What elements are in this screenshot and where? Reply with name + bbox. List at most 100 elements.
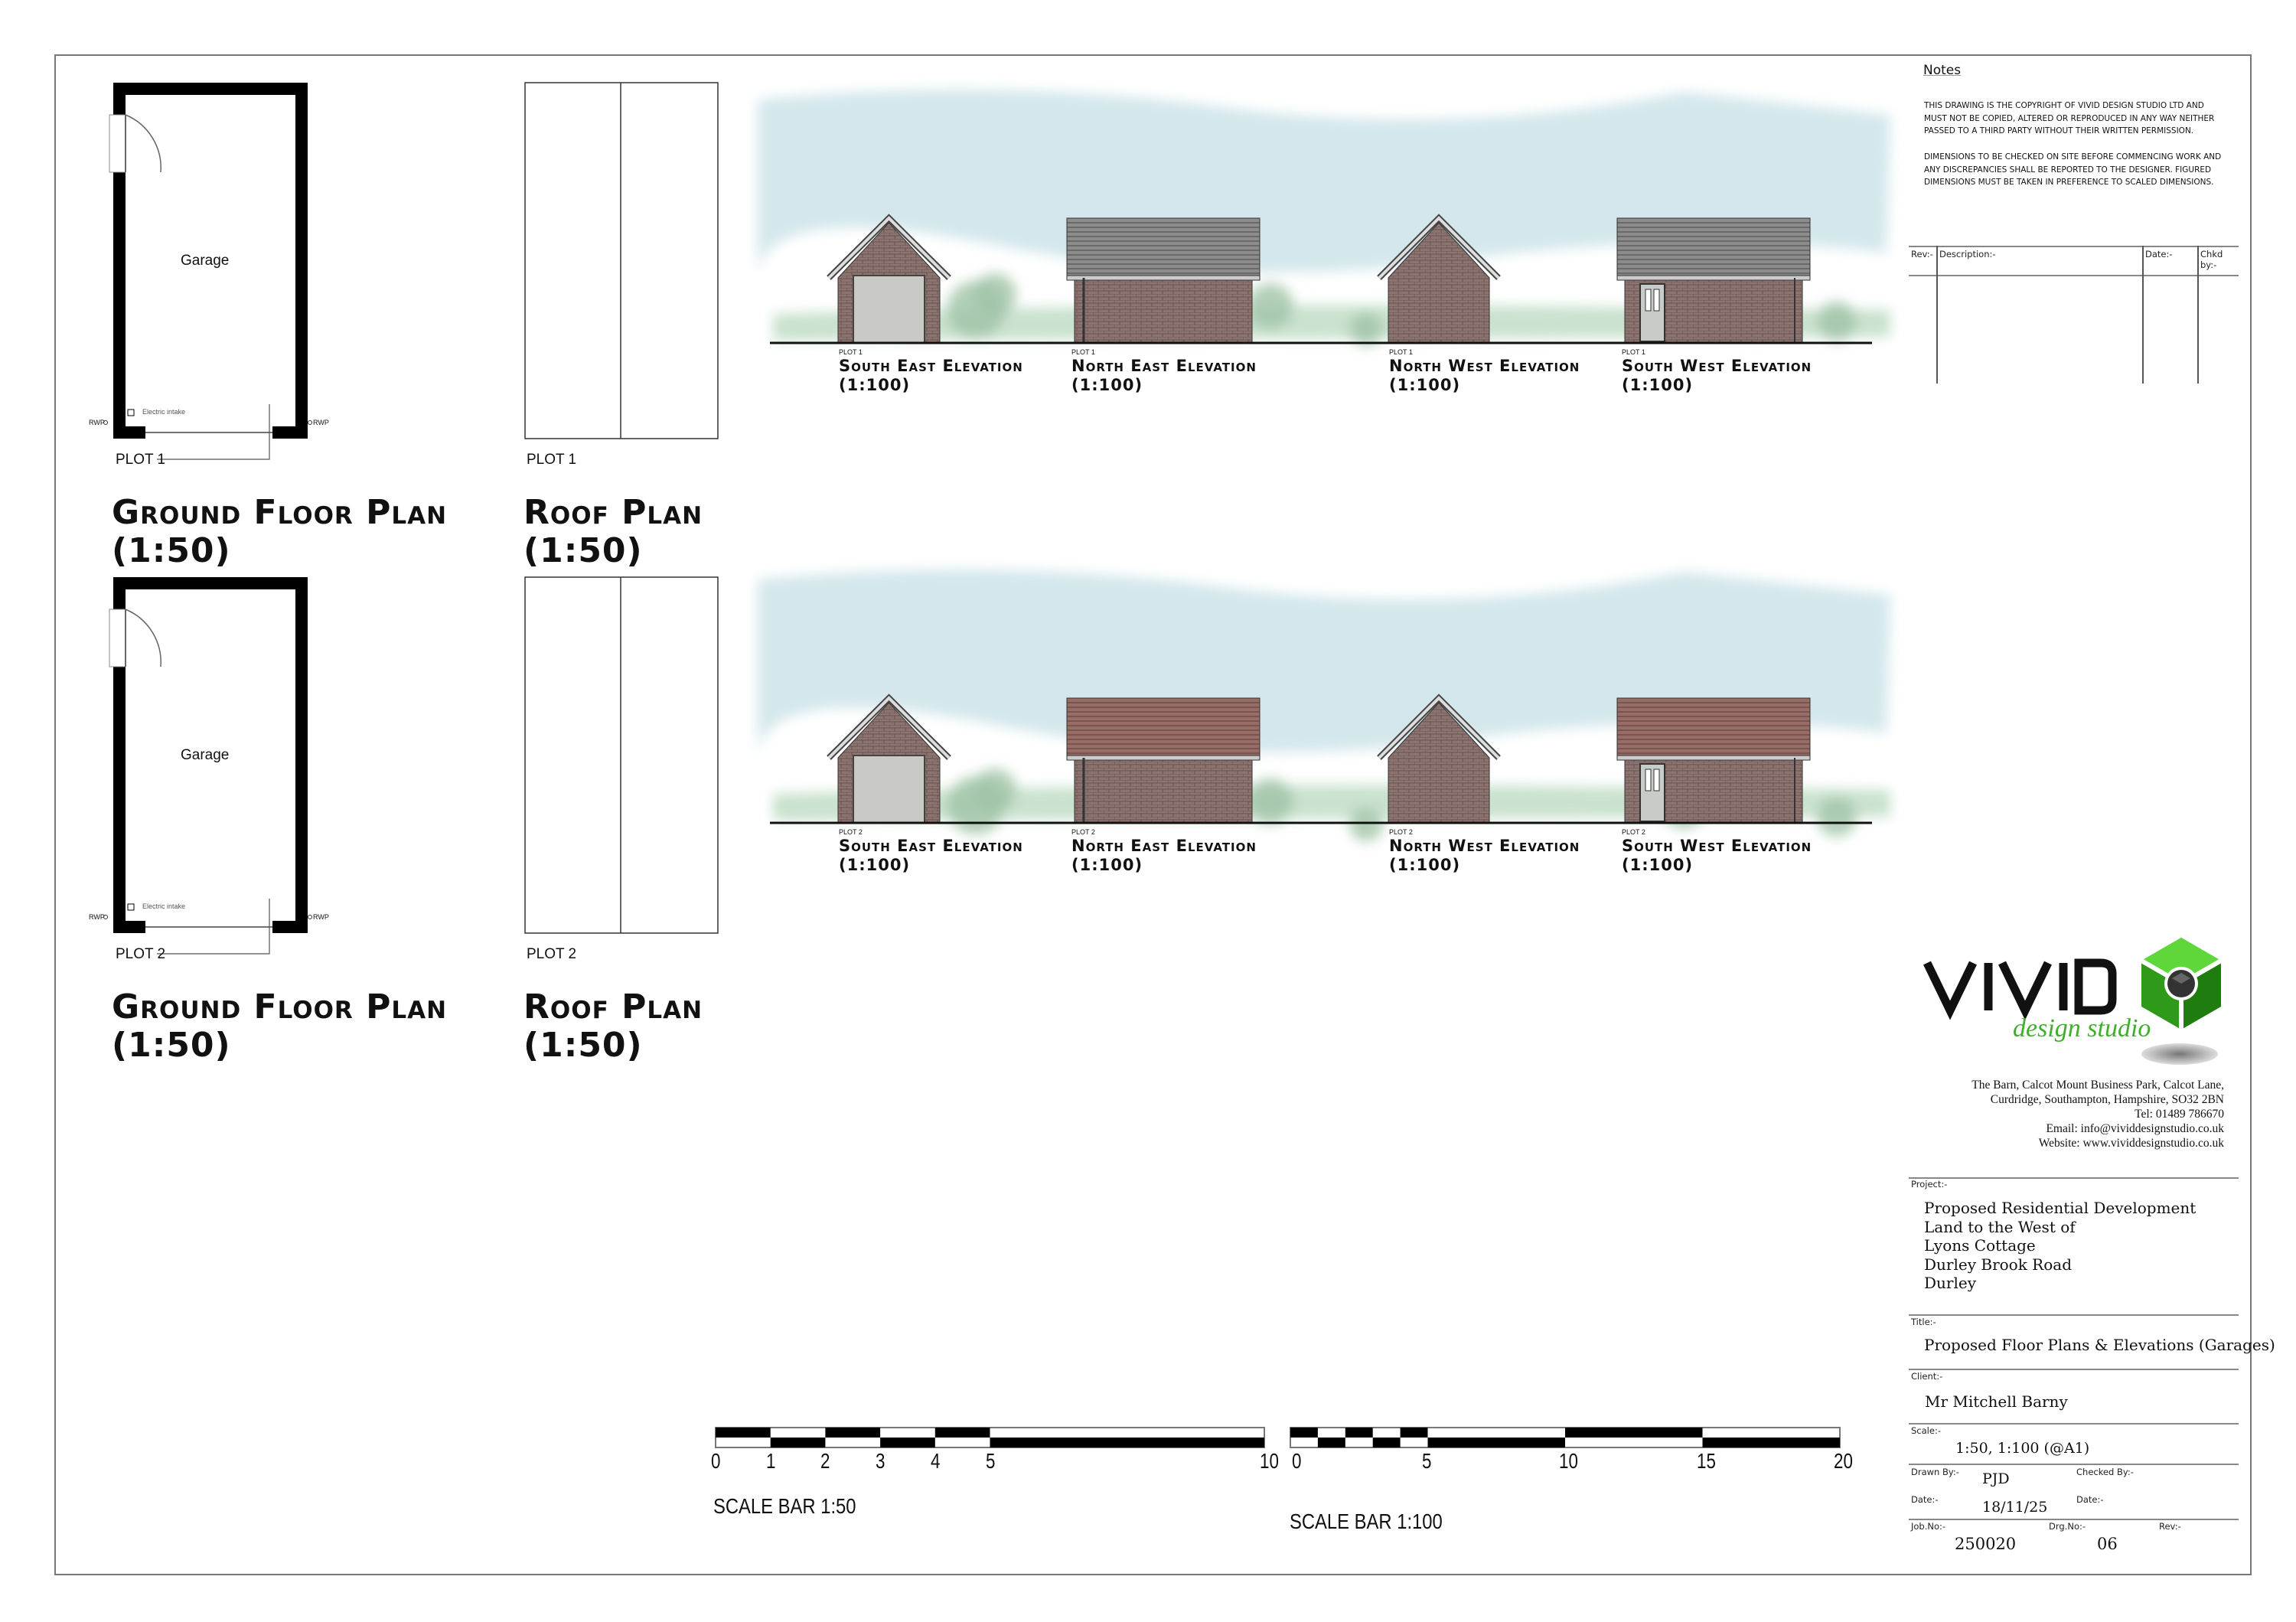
elevation-side xyxy=(1066,697,1261,824)
room-label-garage: Garage xyxy=(181,253,230,269)
rwp-label: RWP xyxy=(313,419,329,426)
roof-outline xyxy=(524,576,719,934)
rwp-label: RWP xyxy=(89,913,105,921)
scale-bar-tick-label: 0 xyxy=(711,1449,721,1473)
address-email[interactable]: Email: info@vividdesignstudio.co.uk xyxy=(2046,1122,2224,1135)
elevation-side-door xyxy=(1616,217,1811,344)
ground-floor-plan-title: Ground Floor Plan xyxy=(112,987,448,1026)
scale-value: 1:50, 1:100 (@A1) xyxy=(1955,1440,2090,1457)
door-swing-arc xyxy=(125,114,161,173)
wall-rear xyxy=(113,577,308,589)
pedestrian-door xyxy=(1639,763,1665,822)
fascia xyxy=(1066,755,1261,761)
rev-table-top xyxy=(1909,246,2239,247)
elevation-title: South East Elevation xyxy=(839,357,1023,375)
notes-copyright: THIS DRAWING IS THE COPYRIGHT OF VIVID D… xyxy=(1924,101,2215,135)
elevation-scale: (1:100) xyxy=(1071,856,1143,874)
plot-label: PLOT 1 xyxy=(116,452,166,468)
door-glazing xyxy=(1653,289,1660,312)
elevation-title: North West Elevation xyxy=(1389,837,1580,855)
rev-col-line xyxy=(2142,246,2144,383)
rev-table-header-line xyxy=(1909,275,2239,276)
tree-foliage xyxy=(1247,778,1293,824)
checked-date-label: Date:- xyxy=(2076,1494,2104,1505)
rev-header-date: Date:- xyxy=(2145,249,2173,259)
sky-cloud xyxy=(758,569,1890,756)
bargeboard-face xyxy=(1378,216,1500,279)
scale-bar-tick-label: 10 xyxy=(1260,1449,1279,1473)
studio-address: The Barn, Calcot Mount Business Park, Ca… xyxy=(1971,1078,2224,1150)
wall-right xyxy=(295,577,308,933)
plot-plans-group xyxy=(103,82,719,460)
scale-bar-title: SCALE BAR 1:50 xyxy=(713,1494,856,1518)
project-name: Proposed Residential Development Land to… xyxy=(1924,1199,2196,1293)
drg-no-label: Drg.No:- xyxy=(2049,1521,2086,1532)
door-glazing xyxy=(1653,769,1660,791)
tree-foliage xyxy=(1247,283,1293,329)
wall-rear xyxy=(113,83,308,95)
elevation-gable-door xyxy=(827,694,951,824)
rev-header-rev: Rev:- xyxy=(1911,249,1933,259)
wall-left xyxy=(113,172,126,439)
rwp-label: RWP xyxy=(313,913,329,921)
ground-floor-plan xyxy=(103,577,312,955)
elevation-gable-door xyxy=(827,214,951,344)
drawing-title: Proposed Floor Plans & Elevations (Garag… xyxy=(1924,1336,2275,1354)
tree-foliage xyxy=(1349,808,1383,841)
roof-plan-title: Roof Plan xyxy=(523,987,703,1026)
scale-bar-tick-label: 5 xyxy=(1421,1449,1431,1473)
date-value: 18/11/25 xyxy=(1982,1499,2048,1516)
door-glazing xyxy=(1645,769,1652,791)
elevation-scale: (1:100) xyxy=(1071,376,1143,394)
elevation-scale: (1:100) xyxy=(1389,376,1461,394)
brick-wall xyxy=(1074,277,1253,344)
address-tel: Tel: 01489 786670 xyxy=(2135,1108,2224,1121)
elevation-gable xyxy=(1377,214,1501,344)
date-label: Date:- xyxy=(1911,1494,1939,1505)
project-line: Durley Brook Road xyxy=(1924,1255,2073,1274)
scale-bar-1-50 xyxy=(715,1427,1265,1448)
fascia xyxy=(1616,275,1811,281)
scale-bar-tick-label: 4 xyxy=(930,1449,941,1473)
hexagon-cube-icon xyxy=(2140,938,2223,1030)
drawn-by-value: PJD xyxy=(1982,1470,2010,1487)
address-website[interactable]: Website: www.vividdesignstudio.co.uk xyxy=(2038,1137,2224,1150)
elevation-scale: (1:100) xyxy=(1389,856,1461,874)
leader-line xyxy=(157,899,270,955)
scale-bar-segment xyxy=(1290,1428,1318,1438)
rwp-icon xyxy=(308,420,312,425)
electric-intake-label: Electric intake xyxy=(142,902,186,910)
elevation-title: South West Elevation xyxy=(1622,837,1812,855)
ground-floor-plan-scale: (1:50) xyxy=(112,531,231,570)
garage-door xyxy=(853,755,925,824)
fascia xyxy=(1066,275,1261,281)
plot-label: PLOT 2 xyxy=(116,946,166,962)
plot-plans-group xyxy=(103,576,719,955)
scale-bar-segment xyxy=(1427,1438,1565,1447)
rwp-label: RWP xyxy=(89,419,105,426)
drg-no-value: 06 xyxy=(2097,1535,2118,1553)
elevations-row xyxy=(758,90,1892,346)
roof-plan-scale: (1:50) xyxy=(523,1026,643,1065)
elevation-side xyxy=(1066,217,1261,344)
roof-plan xyxy=(524,576,719,934)
scale-bar-tick-label: 20 xyxy=(1834,1449,1853,1473)
room-label-garage: Garage xyxy=(181,747,230,763)
scale-bar-tick-label: 1 xyxy=(765,1449,776,1473)
elevation-plot-label: PLOT 2 xyxy=(839,828,863,836)
bargeboard-face xyxy=(827,696,951,759)
door-frame xyxy=(109,114,126,173)
scale-bar-1-100 xyxy=(1290,1427,1841,1448)
elevation-plot-label: PLOT 2 xyxy=(1622,828,1645,836)
ground-grass xyxy=(773,785,1892,821)
roof-tiles xyxy=(1066,697,1261,759)
elevation-title: North East Elevation xyxy=(1071,837,1257,855)
project-label: Project:- xyxy=(1911,1179,1948,1190)
roof-tiles xyxy=(1616,217,1811,279)
project-line: Durley xyxy=(1924,1274,1977,1292)
door-frame xyxy=(109,609,126,667)
scale-bar-segment xyxy=(934,1428,990,1438)
sky-cloud xyxy=(758,90,1890,276)
